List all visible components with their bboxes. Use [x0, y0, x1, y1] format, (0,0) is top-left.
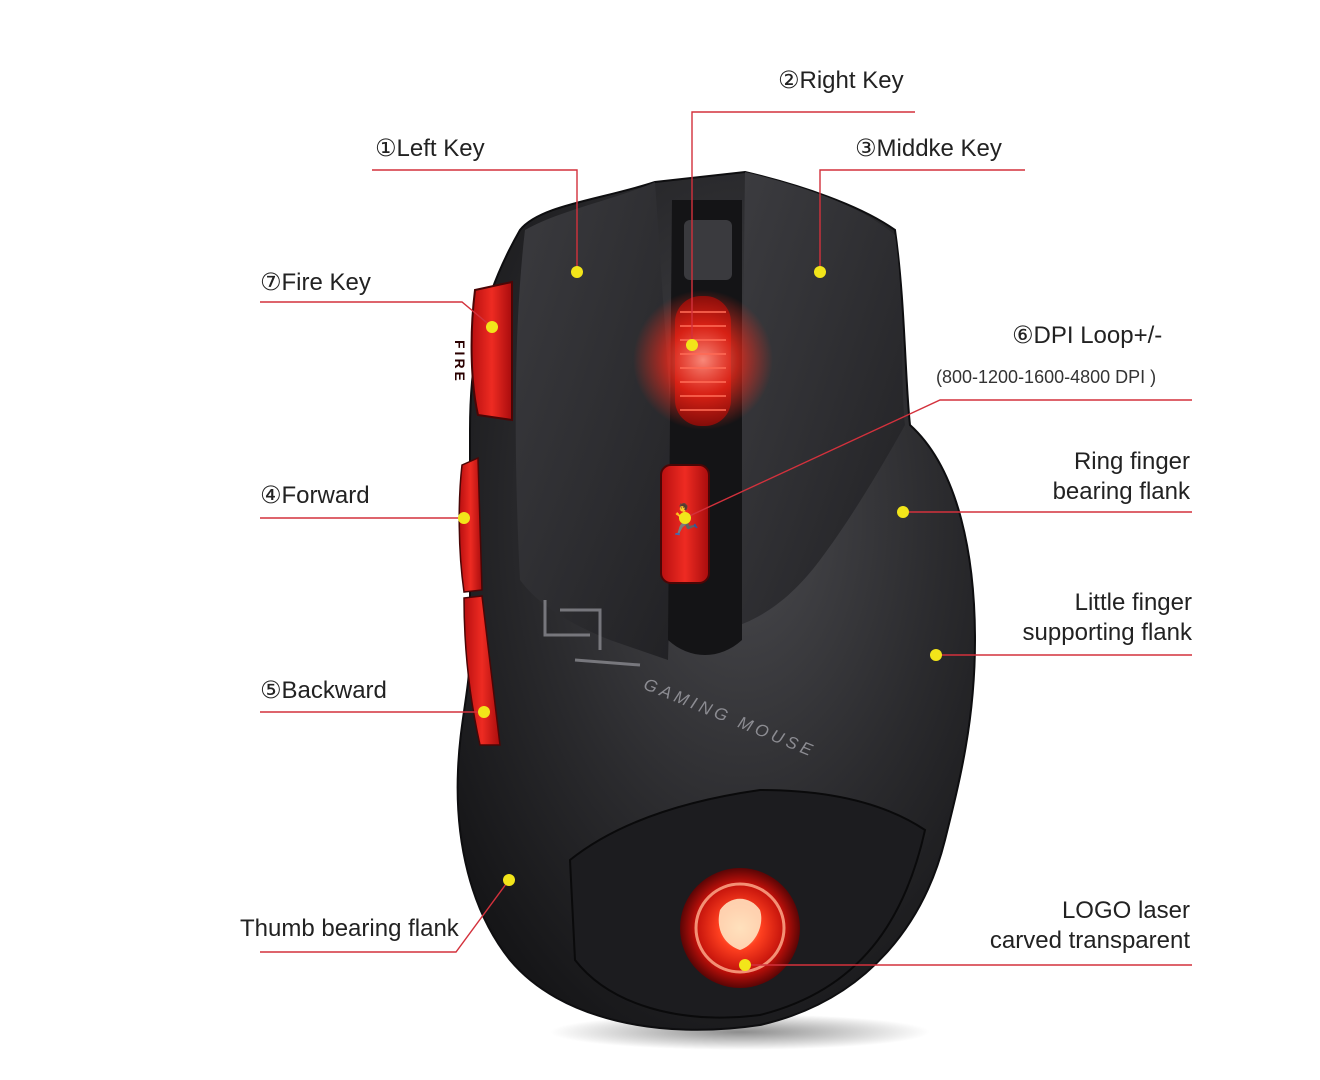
right-key-marker [686, 339, 698, 351]
little-finger-label: Little finger supporting flank [1022, 589, 1192, 646]
left-key-shape [515, 182, 672, 660]
scroll-wheel-ridges [680, 311, 726, 411]
dpi-values-label: (800-1200-1600-4800 DPI ) [936, 367, 1157, 387]
backward-button [463, 595, 501, 746]
left-key-marker [571, 266, 583, 278]
scroll-wheel-glow [633, 290, 773, 430]
dpi-loop-leader-line [684, 399, 1192, 519]
middle-key-label: ③Middkе Key [855, 135, 1002, 162]
thumb-leader-line [260, 879, 510, 953]
dpi-loop-label: ⑥DPI Loop+/- [1012, 322, 1163, 349]
forward-label: ④Forward [260, 482, 370, 509]
wheel-housing [684, 220, 732, 280]
scorpion-logo-icon [718, 898, 762, 950]
thumb-flank-label: Thumb bearing flank [240, 915, 459, 942]
left-key-label: ①Left Key [375, 135, 485, 162]
little-finger-marker [930, 649, 942, 661]
dpi-loop-marker [679, 512, 691, 524]
thumb-marker [503, 874, 515, 886]
left-key-leader-line [372, 169, 578, 272]
ring-finger-label: Ring finger bearing flank [1052, 448, 1190, 505]
ring-finger-marker [897, 506, 909, 518]
brand-mark-icon [543, 600, 641, 667]
forward-marker [458, 512, 470, 524]
logo-ring [694, 882, 786, 974]
backward-label: ⑤Backward [260, 677, 387, 704]
fire-key-marker [486, 321, 498, 333]
right-key-label: ②Right Key [778, 67, 904, 94]
logo-label: LOGO laser carved transparent [989, 897, 1190, 954]
middle-key-marker [814, 266, 826, 278]
right-key-shape [725, 172, 905, 630]
forward-button [458, 456, 483, 593]
right-key-leader-line [691, 111, 915, 345]
middle-key-leader-line [819, 169, 1025, 272]
backward-marker [478, 706, 490, 718]
fire-key-label: ⑦Fire Key [260, 269, 371, 296]
fire-button [470, 280, 513, 422]
fire-key-leader-line [260, 301, 493, 328]
logo-marker [739, 959, 751, 971]
